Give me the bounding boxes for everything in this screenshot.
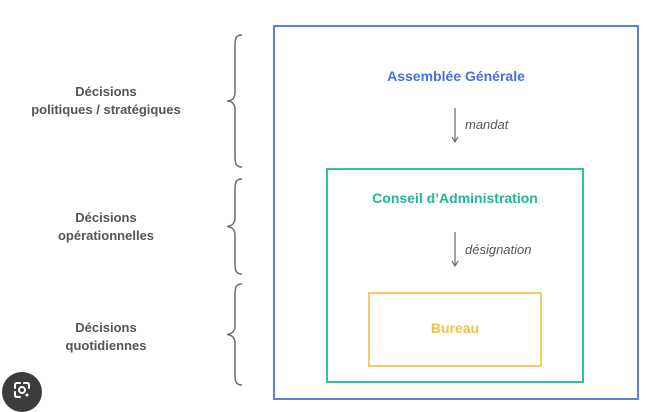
camera-lens-icon[interactable] xyxy=(2,372,42,412)
level-label-daily: Décisions quotidiennes xyxy=(65,320,147,353)
brace-daily xyxy=(224,283,244,386)
bureau-box xyxy=(368,292,542,367)
brace-operational xyxy=(224,178,244,275)
assemblee-generale-title: Assemblée Générale xyxy=(387,68,525,84)
designation-label: désignation xyxy=(465,242,532,257)
mandat-label: mandat xyxy=(465,117,509,132)
level-label-strategic: Décisions politiques / stratégiques xyxy=(31,84,181,117)
mandat-arrow xyxy=(450,108,460,144)
bureau-title: Bureau xyxy=(430,320,480,336)
assemblee-generale-box xyxy=(273,25,639,400)
conseil-administration-title: Conseil d’Administration xyxy=(372,190,538,206)
level-label-operational: Décisions opérationnelles xyxy=(57,210,155,243)
designation-arrow xyxy=(450,232,460,268)
conseil-administration-box xyxy=(326,168,584,383)
brace-strategic xyxy=(224,34,244,168)
